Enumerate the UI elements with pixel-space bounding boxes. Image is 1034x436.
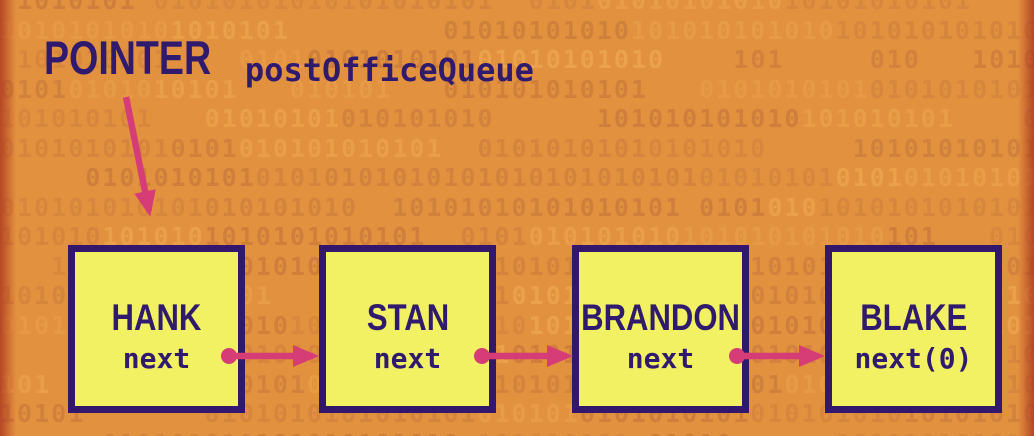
node-name: STAN [366, 297, 449, 338]
node-hank: HANK next [68, 245, 245, 413]
node-name: BLAKE [859, 297, 968, 338]
binary-row: 1010101 01010101010101010101 01010101010… [17, 0, 973, 15]
pointer-caption: POINTER postOfficeQueue [44, 31, 534, 86]
node-next-field: next [122, 342, 191, 375]
binary-row: 0101010101010101010101010101010101010101… [85, 163, 1034, 192]
node-next-field: next(0) [854, 342, 973, 375]
node-brandon: BRANDON next [572, 245, 749, 413]
binary-row: 101010101 01010101010101010 101010101010… [0, 104, 1034, 133]
node-next-field: next [373, 342, 442, 375]
node-name: BRANDON [581, 297, 740, 338]
right-edge-red-tint [1018, 0, 1034, 436]
left-edge-red-tint [0, 0, 16, 436]
node-next-field: next [626, 342, 695, 375]
pointer-arrow [122, 96, 156, 217]
node-stan: STAN next [319, 245, 496, 413]
pointer-variable-name: postOfficeQueue [244, 51, 534, 89]
binary-row: 01010101010101010101010101 0101010101010… [0, 133, 1034, 163]
node-name: HANK [111, 297, 202, 338]
pointer-label: POINTER [44, 31, 212, 84]
node-blake: BLAKE next(0) [825, 245, 1002, 413]
binary-row: 010101010101010101010 10101010101010101 … [0, 192, 1034, 222]
binary-row: 010101010101010101010 101010101 01010 10… [0, 431, 1034, 436]
